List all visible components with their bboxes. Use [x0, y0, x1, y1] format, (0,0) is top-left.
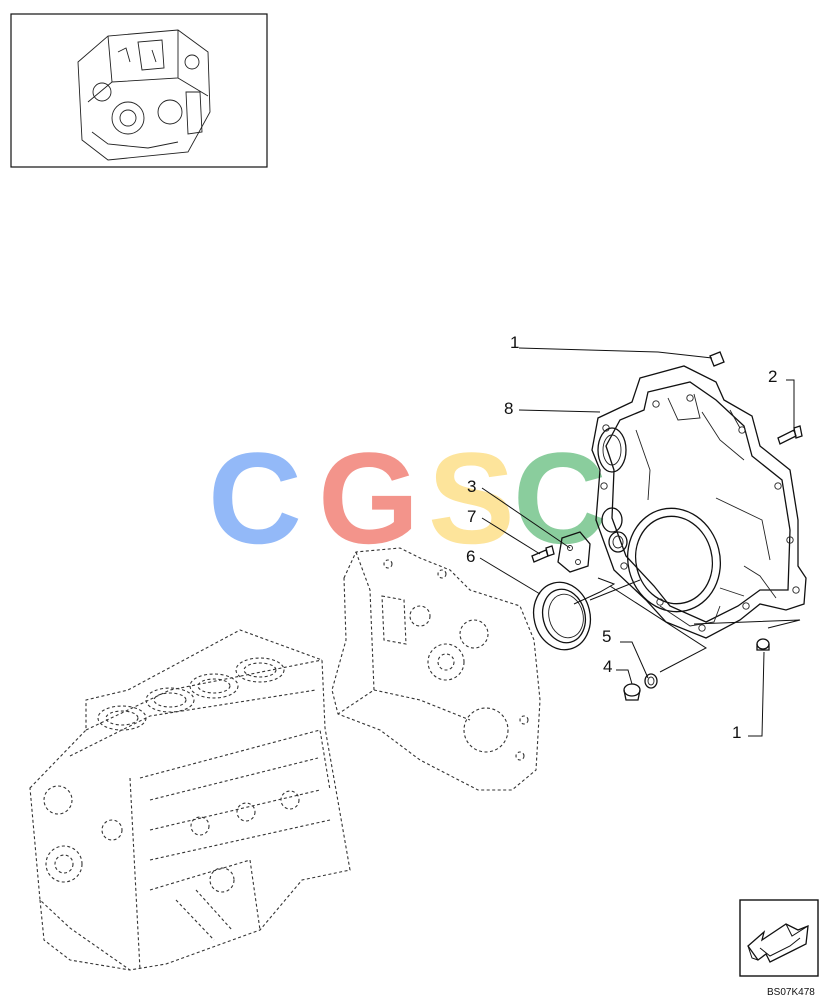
- engine-block-dashed: [29, 629, 351, 971]
- drawing-code: BS07K478: [767, 987, 815, 998]
- cover-plate-part: [557, 531, 591, 573]
- callout-5: 5: [602, 627, 611, 646]
- bolt-right-part: [777, 425, 803, 445]
- bolt-left-part: [531, 545, 555, 563]
- callout-3: 3: [467, 477, 476, 496]
- housing-dashed: [331, 547, 541, 791]
- o-ring-part: [644, 673, 658, 689]
- watermark: C G S C: [208, 425, 607, 571]
- drain-plug-part: [623, 683, 641, 701]
- leader-lines: [479, 347, 801, 737]
- flywheel-housing-part: [591, 365, 807, 639]
- plug-bottom-part: [756, 638, 770, 651]
- callout-2: 2: [768, 367, 777, 386]
- callout-1-top: 1: [510, 333, 519, 352]
- watermark-letter-c1: C: [208, 425, 302, 571]
- oil-seal-part: [532, 581, 592, 651]
- callout-4: 4: [603, 657, 612, 676]
- callout-1-bottom: 1: [732, 723, 741, 742]
- callout-8: 8: [504, 399, 513, 418]
- front-direction-arrow-icon: [739, 899, 819, 977]
- callouts: 1 2 8 3 7 6 5 4 1: [466, 333, 777, 742]
- plug-top-part: [709, 351, 725, 367]
- engine-thumbnail-icon: [10, 13, 268, 168]
- callout-7: 7: [467, 507, 476, 526]
- watermark-letter-g: G: [318, 425, 419, 571]
- watermark-letter-s: S: [428, 425, 515, 571]
- callout-6: 6: [466, 547, 475, 566]
- seal-small-part: [608, 531, 628, 553]
